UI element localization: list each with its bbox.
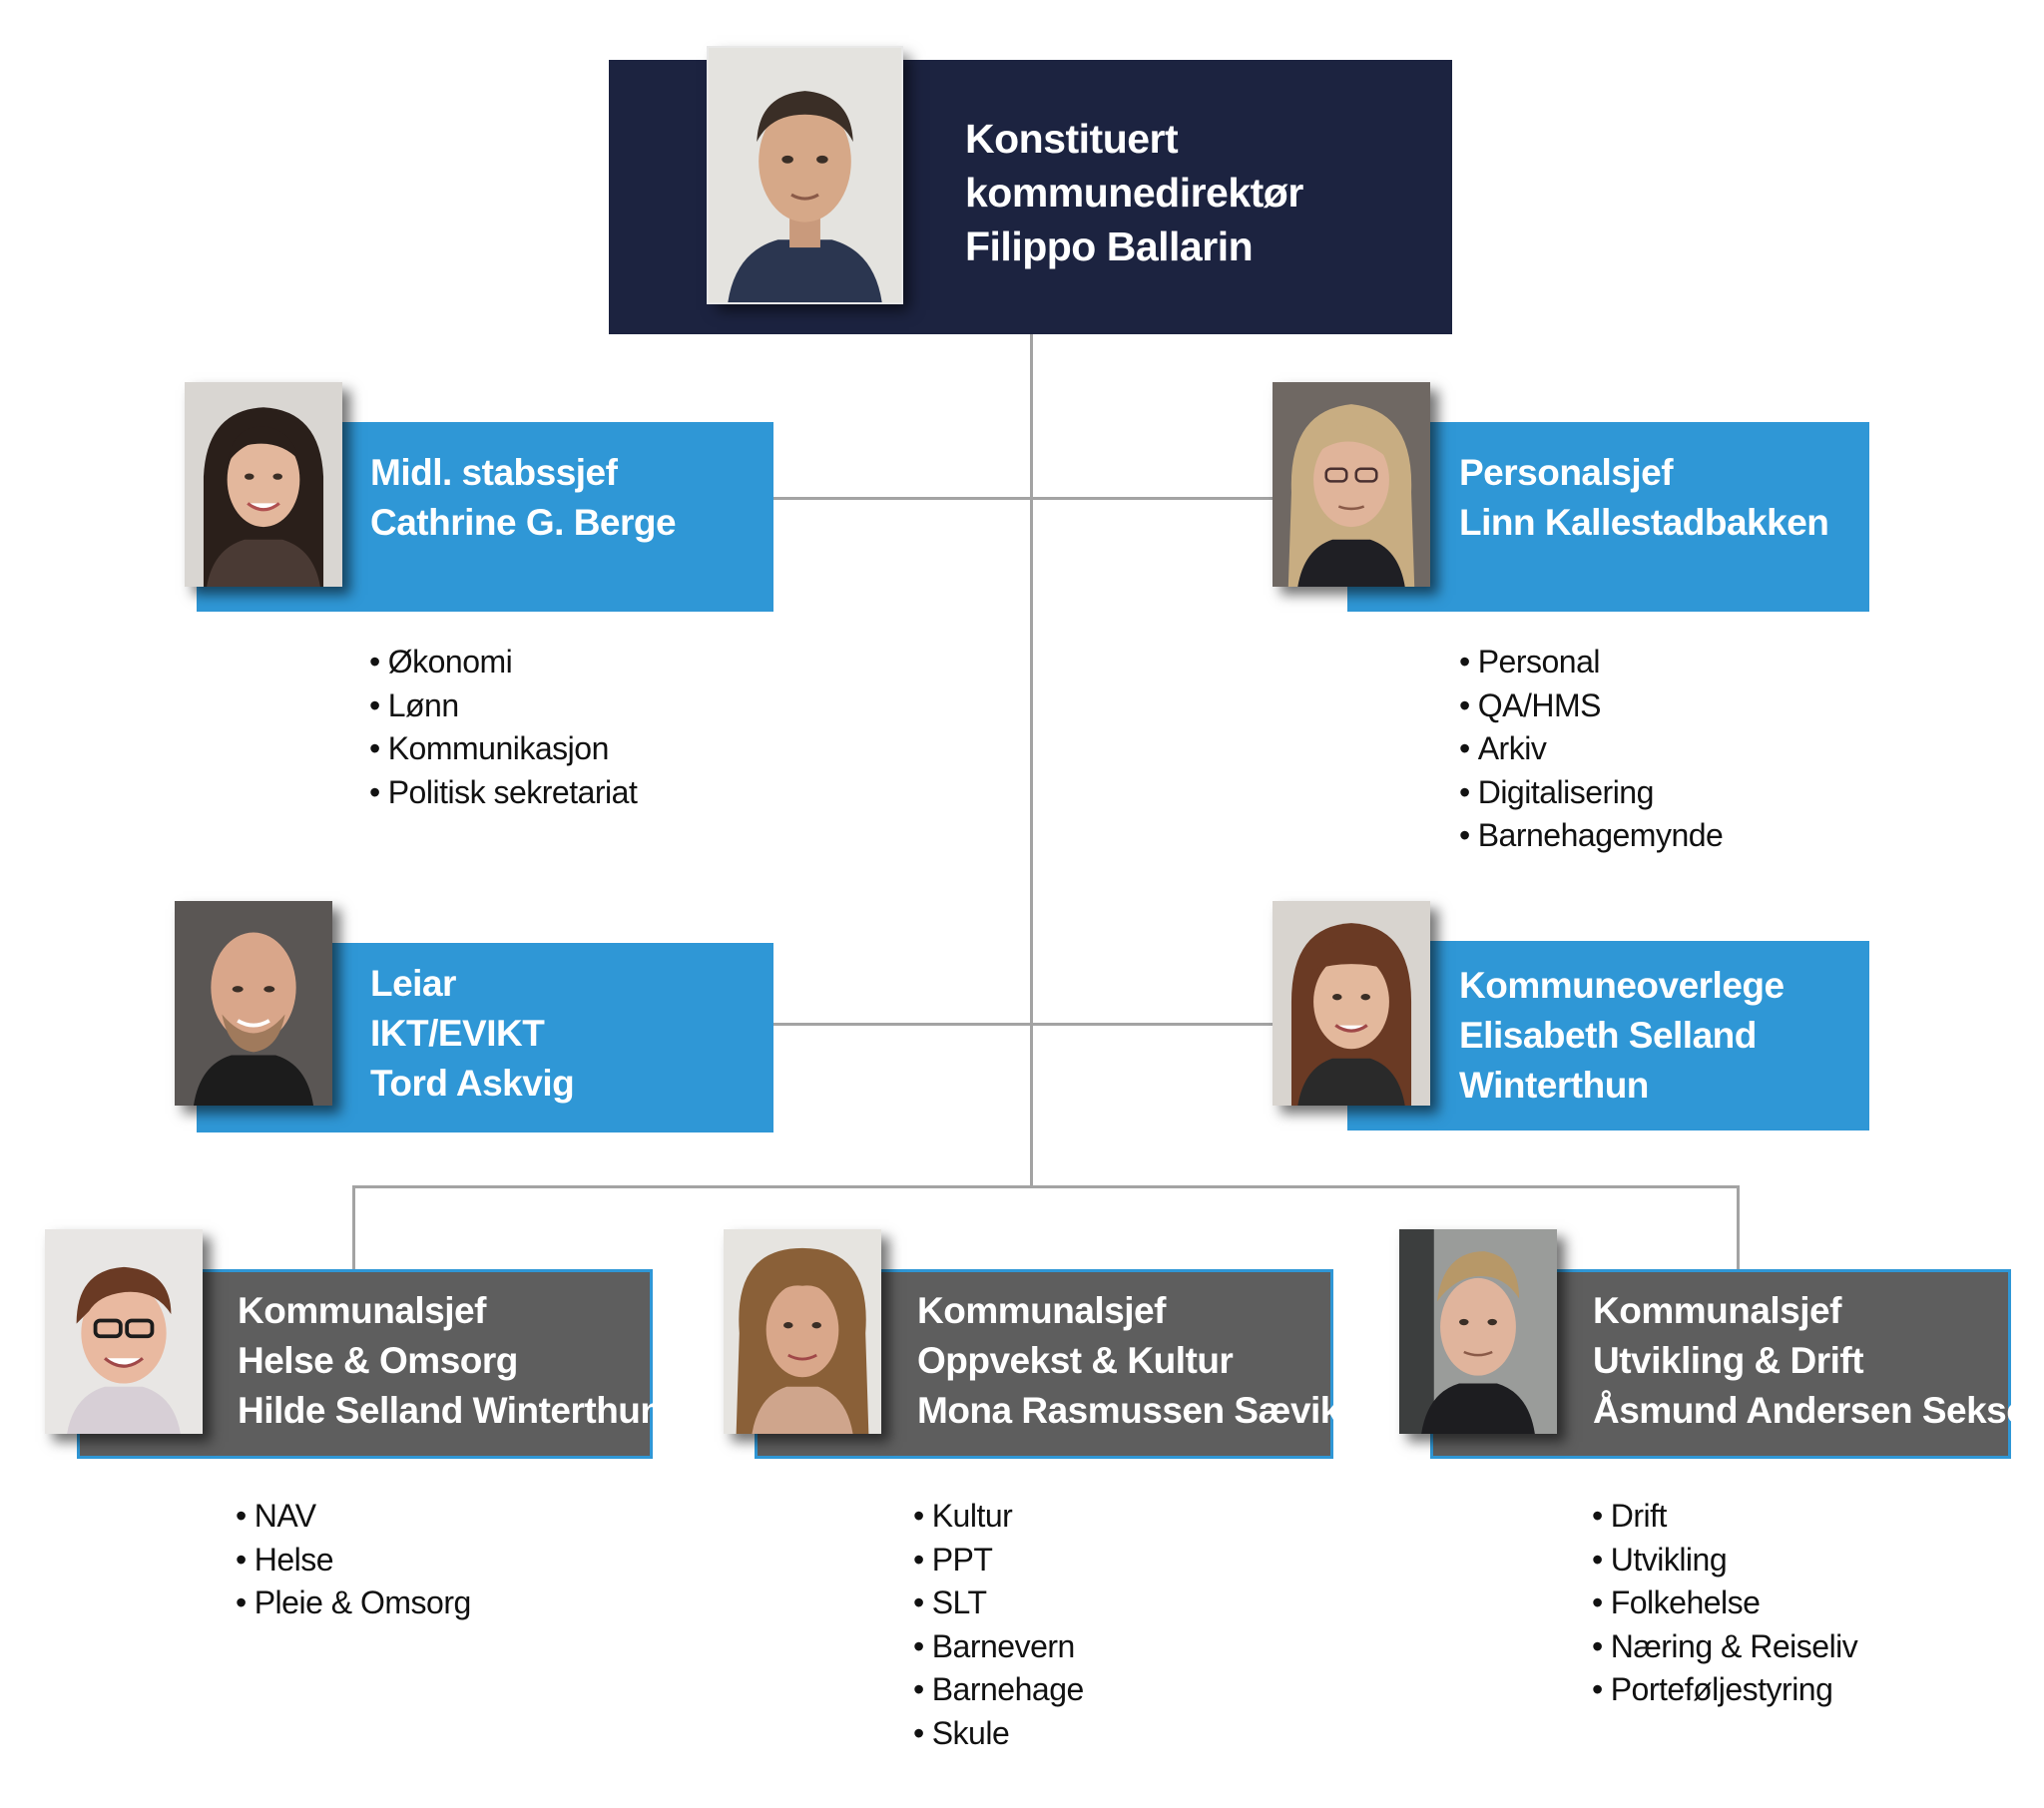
personalsjef-photo [1273, 382, 1430, 587]
staff-box-kommuneoverlege: Kommuneoverlege Elisabeth Selland Winter… [1347, 941, 1869, 1130]
responsibility-item: Helse [236, 1539, 471, 1582]
responsibility-item: QA/HMS [1459, 684, 1723, 728]
chief-title-line: Kommunalsjef [917, 1290, 1166, 1331]
responsibility-item: Kommunikasjon [369, 727, 637, 771]
responsibility-item: Folkehelse [1592, 1582, 1857, 1625]
director-title-line: Filippo Ballarin [965, 224, 1254, 269]
connector-row1 [773, 497, 1273, 500]
responsibility-item: PPT [913, 1539, 1084, 1582]
staff-title-line: Tord Askvig [370, 1063, 575, 1104]
chief-title-line: Kommunalsjef [238, 1290, 486, 1331]
oppvekst-responsibilities: Kultur PPT SLT Barnevern Barnehage Skule [913, 1495, 1085, 1756]
chief-title-line: Helse & Omsorg [238, 1340, 518, 1381]
connector-row2 [773, 1023, 1273, 1026]
director-photo [707, 46, 903, 304]
responsibility-item: Pleie & Omsorg [236, 1582, 472, 1625]
personalsjef-responsibilities: Personal QA/HMS Arkiv Digitalisering Bar… [1459, 641, 1724, 858]
stabssjef-photo [185, 382, 342, 587]
responsibility-item: NAV [236, 1495, 471, 1539]
chief-title-line: Hilde Selland Winterthun [238, 1390, 663, 1431]
responsibility-item: Drift [1592, 1495, 1857, 1539]
staff-title-line: Cathrine G. Berge [370, 502, 677, 543]
staff-title-line: Elisabeth Selland [1459, 1015, 1757, 1056]
helse-responsibilities: NAV Helse Pleie & Omsorg [236, 1495, 472, 1625]
chief-title-line: Mona Rasmussen Sævik [917, 1390, 1340, 1431]
staff-title-line: Personalsjef [1459, 452, 1674, 493]
staff-title: Leiar IKT/EVIKT Tord Askvig [370, 959, 575, 1109]
chief-title-line: Utvikling & Drift [1593, 1340, 1864, 1381]
kommuneoverlege-photo [1273, 901, 1430, 1106]
responsibility-item: Digitalisering [1459, 771, 1723, 815]
stabssjef-responsibilities: Økonomi Lønn Kommunikasjon Politisk sekr… [369, 641, 638, 815]
connector-drop-left [352, 1185, 355, 1269]
responsibility-item: Barnevern [913, 1625, 1084, 1669]
responsibility-item: Økonomi [369, 641, 637, 684]
helse-photo [45, 1229, 203, 1434]
staff-title-line: Kommuneoverlege [1459, 965, 1785, 1006]
staff-title-line: Linn Kallestadbakken [1459, 502, 1829, 543]
responsibility-item: Barnehagemynde [1459, 814, 1724, 858]
connector-trunk [1030, 334, 1033, 1188]
utvikling-photo [1399, 1229, 1557, 1434]
responsibility-item: Barnehage [913, 1668, 1085, 1712]
staff-title-line: Winterthun [1459, 1065, 1649, 1106]
oppvekst-photo [724, 1229, 881, 1434]
connector-bottom-bus [352, 1185, 1740, 1188]
chief-title: Kommunalsjef Oppvekst & Kultur Mona Rasm… [917, 1286, 1340, 1436]
staff-title: Kommuneoverlege Elisabeth Selland Winter… [1459, 961, 1785, 1111]
responsibility-item: Skule [913, 1712, 1084, 1756]
responsibility-item: Lønn [369, 684, 637, 728]
staff-box-personalsjef: Personalsjef Linn Kallestadbakken [1347, 422, 1869, 612]
chief-title: Kommunalsjef Utvikling & Drift Åsmund An… [1593, 1286, 2027, 1436]
chief-title-line: Åsmund Andersen Sekse [1593, 1390, 2027, 1431]
staff-title: Personalsjef Linn Kallestadbakken [1459, 448, 1829, 548]
director-title-line: Konstituert [965, 116, 1179, 162]
staff-title: Midl. stabssjef Cathrine G. Berge [370, 448, 677, 548]
connector-drop-right [1737, 1185, 1740, 1269]
responsibility-item: Næring & Reiseliv [1592, 1625, 1858, 1669]
responsibility-item: Arkiv [1459, 727, 1723, 771]
chief-title-line: Oppvekst & Kultur [917, 1340, 1234, 1381]
utvikling-responsibilities: Drift Utvikling Folkehelse Næring & Reis… [1592, 1495, 1858, 1712]
ikt-photo [175, 901, 332, 1106]
chief-title: Kommunalsjef Helse & Omsorg Hilde Sellan… [238, 1286, 663, 1436]
staff-title-line: Midl. stabssjef [370, 452, 618, 493]
staff-title-line: Leiar [370, 963, 456, 1004]
responsibility-item: Porteføljestyring [1592, 1668, 1857, 1712]
chief-title-line: Kommunalsjef [1593, 1290, 1841, 1331]
staff-title-line: IKT/EVIKT [370, 1013, 545, 1054]
responsibility-item: SLT [913, 1582, 1084, 1625]
director-title-line: kommunedirektør [965, 170, 1303, 216]
director-title: Konstituert kommunedirektør Filippo Ball… [965, 112, 1303, 273]
responsibility-item: Kultur [913, 1495, 1084, 1539]
responsibility-item: Politisk sekretariat [369, 771, 638, 815]
responsibility-item: Personal [1459, 641, 1723, 684]
responsibility-item: Utvikling [1592, 1539, 1857, 1582]
